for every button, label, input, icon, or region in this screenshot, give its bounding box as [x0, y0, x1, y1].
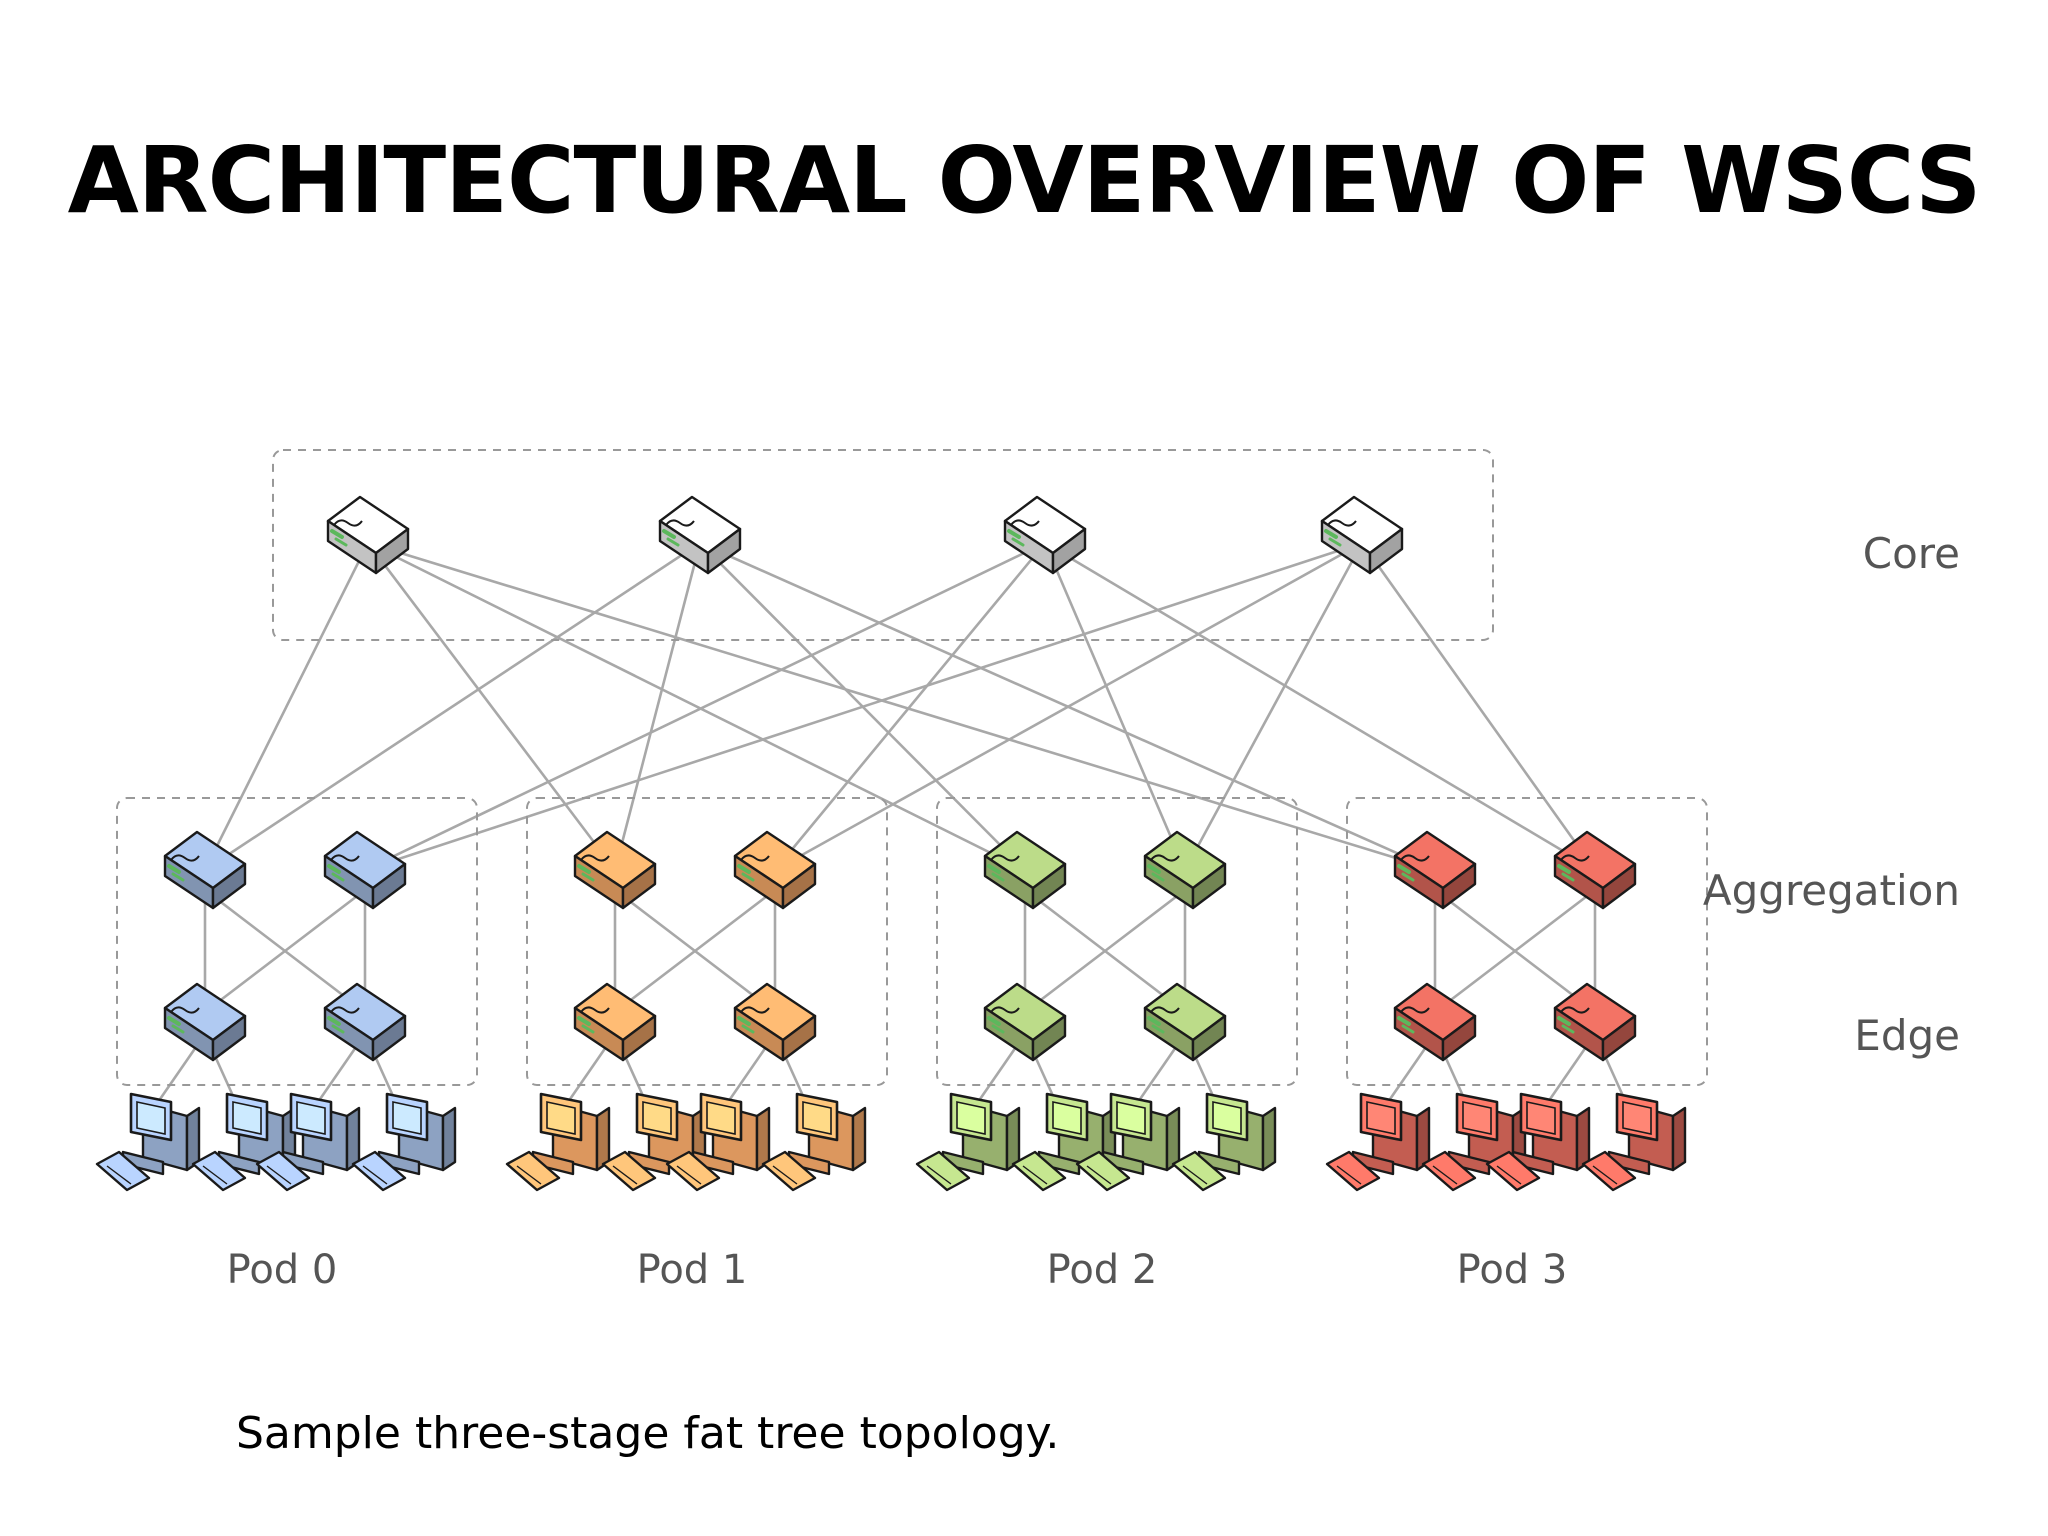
switch-icon [323, 830, 407, 910]
switch-icon [1553, 982, 1637, 1062]
computer-icon [915, 1092, 1021, 1192]
network-link [367, 541, 1026, 872]
pod-group-box [1346, 797, 1708, 1086]
switch-icon [1393, 982, 1477, 1062]
network-link [1024, 888, 1186, 1014]
network-link [614, 888, 776, 1014]
pod-label: Pod 2 [1047, 1247, 1158, 1293]
pod-label: Pod 1 [637, 1247, 748, 1293]
network-link [1360, 542, 1597, 871]
core-group-box [272, 449, 1494, 641]
computer-icon [665, 1092, 771, 1192]
switch-icon [326, 495, 410, 575]
network-link [1434, 888, 1596, 1014]
network-link [203, 542, 370, 871]
switch-icon [573, 830, 657, 910]
computer-icon [255, 1092, 361, 1192]
network-link [1183, 542, 1364, 871]
computer-icon [1581, 1092, 1687, 1192]
switch-icon [573, 982, 657, 1062]
switch-icon [1320, 495, 1404, 575]
switch-icon [323, 982, 407, 1062]
switch-icon [1143, 982, 1227, 1062]
switch-icon [983, 982, 1067, 1062]
network-link [364, 541, 1046, 872]
computer-icon [761, 1092, 867, 1192]
labels-layer: Core Aggregation Edge Pod 0 Pod 1 Pod 2 … [227, 529, 1960, 1293]
computer-icon [1325, 1092, 1431, 1192]
pod-group-box [116, 797, 478, 1086]
slide-title: ARCHITECTURAL OVERVIEW OF WSCS [67, 127, 1982, 234]
switch-icon [983, 830, 1067, 910]
computer-icon [1011, 1092, 1117, 1192]
network-link [613, 542, 702, 871]
switch-icon [733, 982, 817, 1062]
switch-icon [163, 830, 247, 910]
computer-icon [1171, 1092, 1277, 1192]
network-link [204, 888, 366, 1014]
tier-label-edge: Edge [1854, 1011, 1960, 1060]
tier-label-aggregation: Aggregation [1703, 866, 1960, 915]
switch-icon [658, 495, 742, 575]
computer-icon [1075, 1092, 1181, 1192]
computer-icon [351, 1092, 457, 1192]
network-link [367, 541, 1436, 872]
switch-icon [733, 830, 817, 910]
network-link [1044, 541, 1596, 872]
nodes-layer [95, 495, 1687, 1192]
switch-icon [1553, 830, 1637, 910]
network-link [773, 542, 1047, 871]
switch-icon [163, 982, 247, 1062]
network-link [366, 542, 617, 871]
network-link [204, 541, 701, 872]
tier-label-core: Core [1863, 529, 1960, 578]
computer-icon [505, 1092, 611, 1192]
pod-label: Pod 0 [227, 1247, 338, 1293]
figure-caption: Sample three-stage fat tree topology. [236, 1408, 1060, 1459]
network-link [774, 541, 1363, 872]
switch-icon [1143, 830, 1227, 910]
pod-group-box [936, 797, 1298, 1086]
grouping-boxes [116, 449, 1708, 1086]
network-link [1043, 542, 1187, 871]
switch-icon [1393, 830, 1477, 910]
pod-label: Pod 3 [1457, 1247, 1568, 1293]
computer-icon [1485, 1092, 1591, 1192]
switch-icon [1003, 495, 1087, 575]
computer-icon [95, 1092, 201, 1192]
network-link [364, 541, 1363, 872]
pod-group-box [526, 797, 888, 1086]
